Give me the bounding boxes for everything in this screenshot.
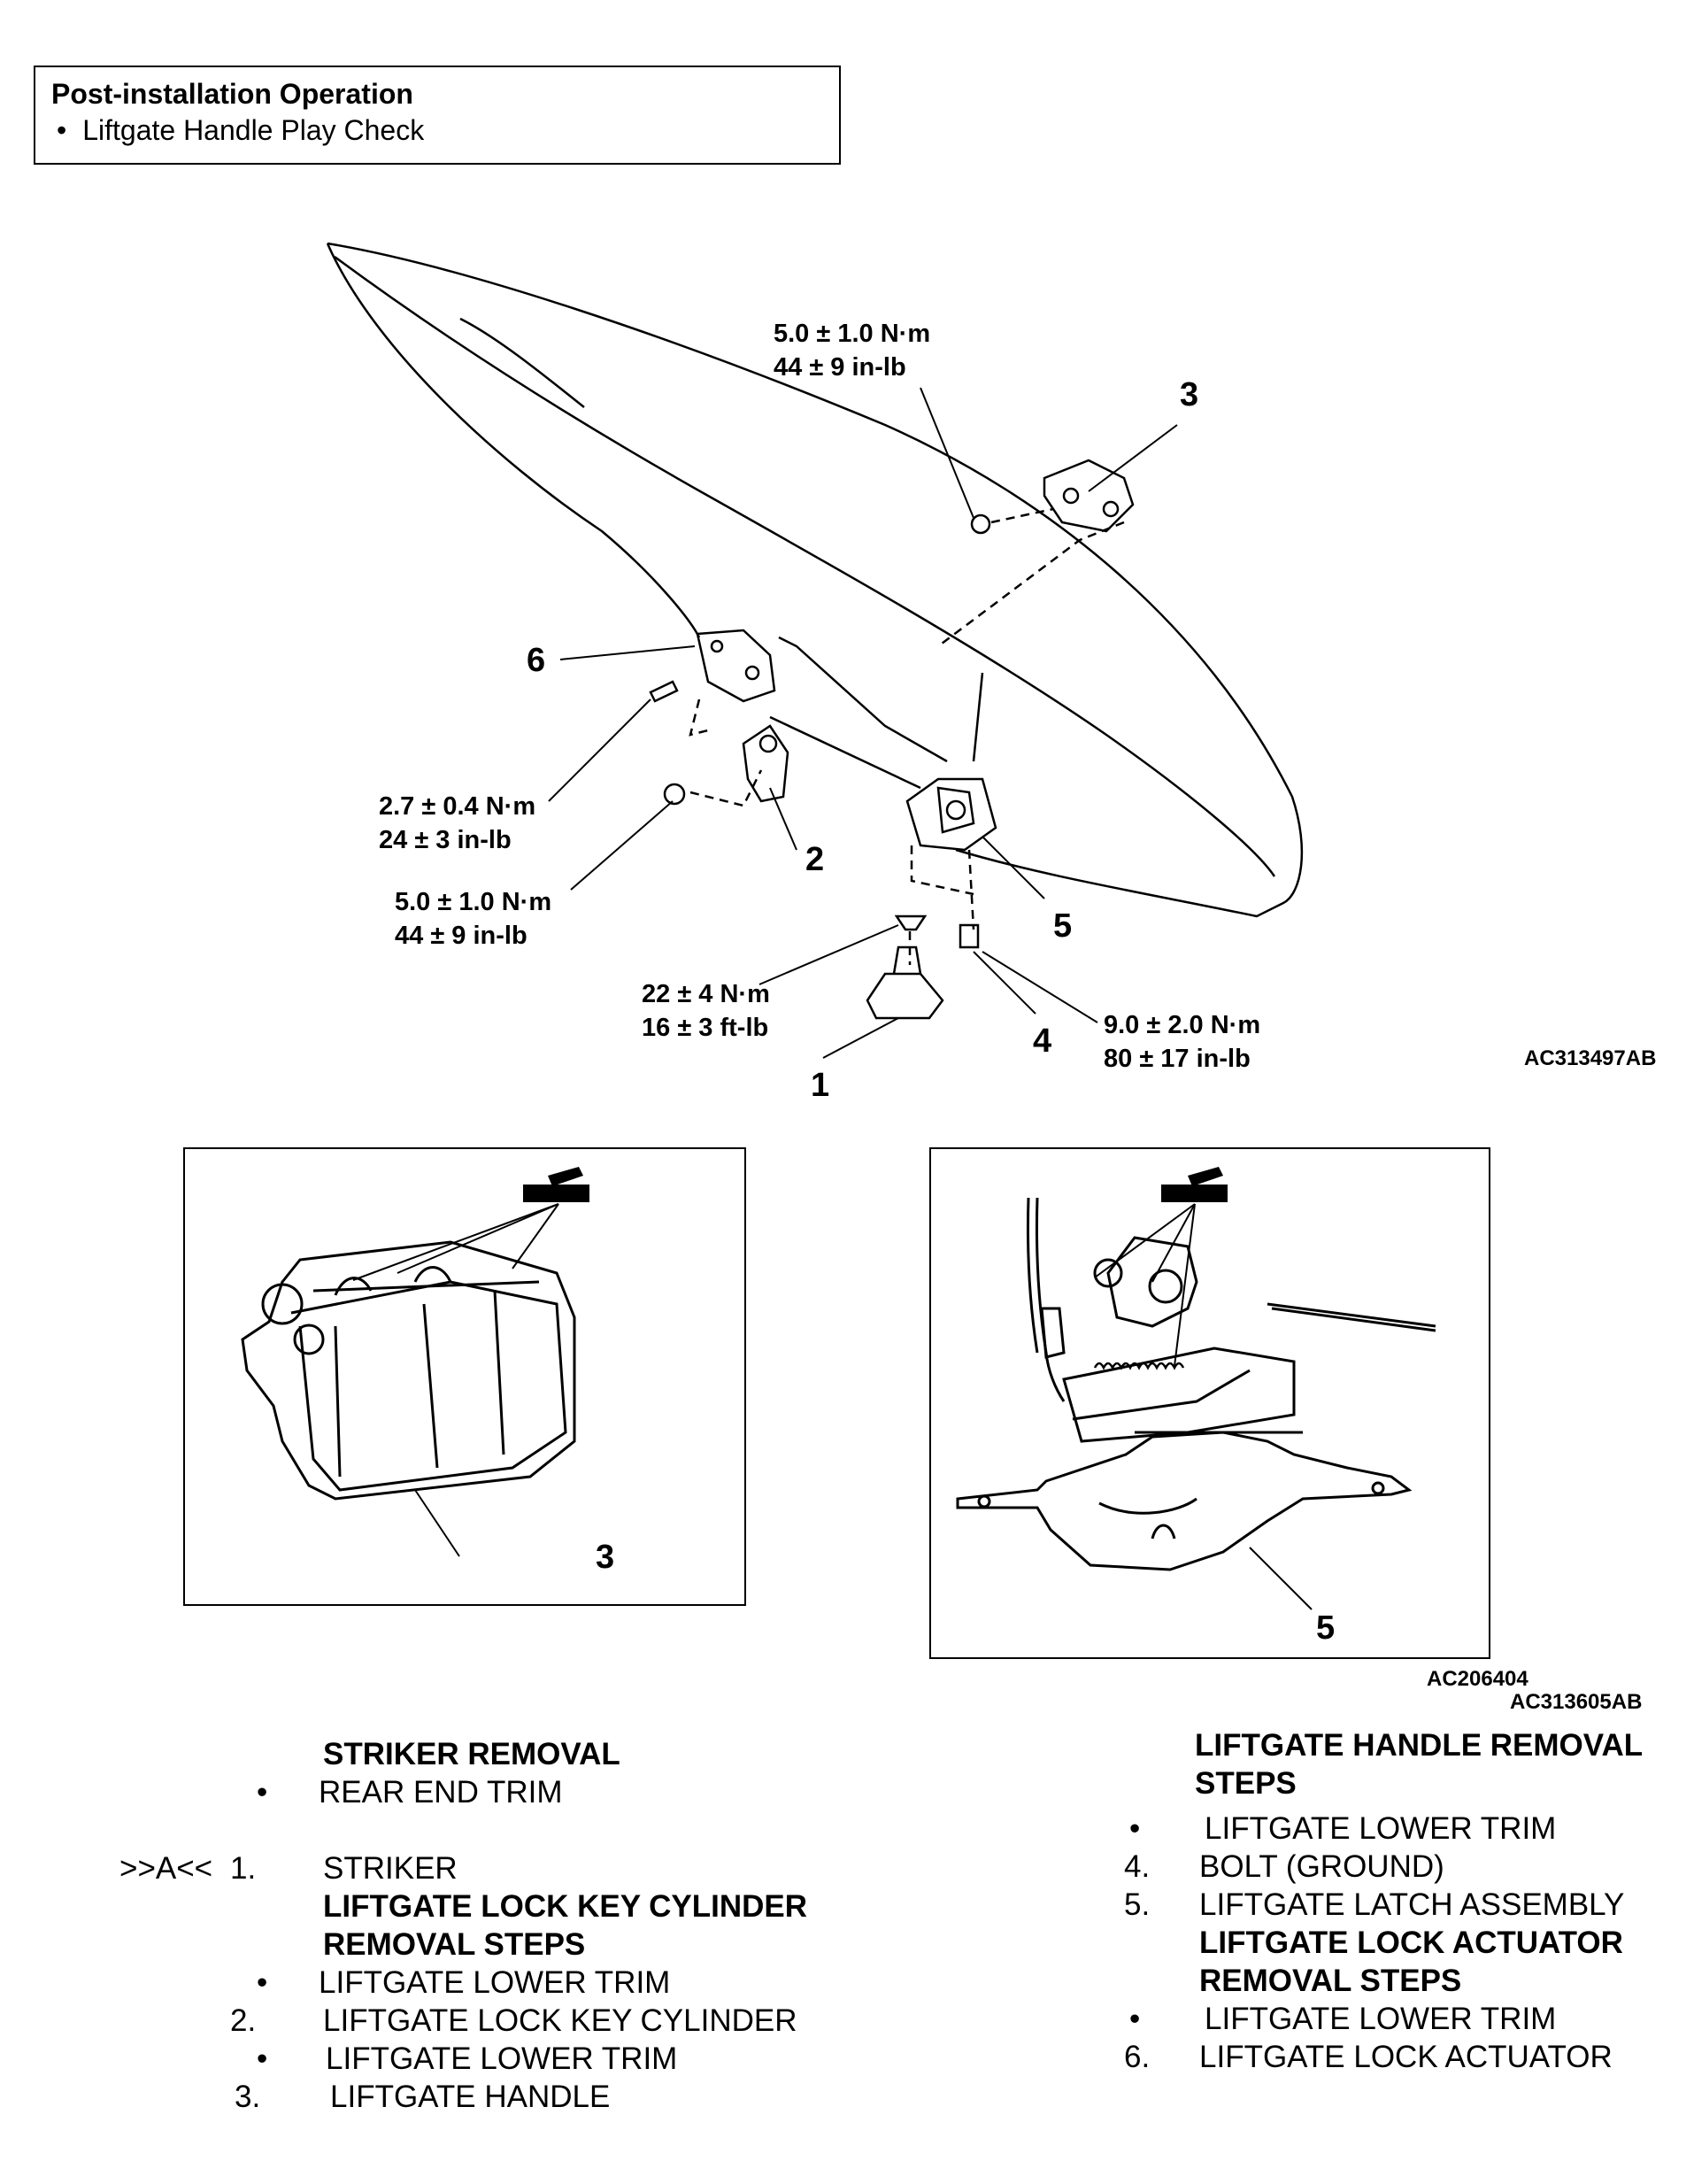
section-heading: LIFTGATE LOCK KEY CYLINDER bbox=[323, 1889, 808, 1924]
key-cylinder-part bbox=[742, 724, 789, 803]
torque-spec-key-cylinder: 5.0 ± 1.0 N·m 44 ± 9 in-lb bbox=[395, 888, 552, 950]
callout-5: 5 bbox=[1053, 907, 1073, 945]
section-heading: REMOVAL STEPS bbox=[323, 1927, 586, 1962]
list-item: STRIKER bbox=[323, 1851, 458, 1886]
striker-removal-list: STRIKER REMOVAL •REAR END TRIM >>A<<1.ST… bbox=[119, 1737, 808, 2114]
list-item: LIFTGATE LOWER TRIM bbox=[326, 2041, 678, 2076]
liftgate-handle-part bbox=[1043, 459, 1135, 533]
bullet: • bbox=[1129, 1811, 1141, 1846]
bullet: • bbox=[257, 1775, 268, 1810]
section-heading: STEPS bbox=[1195, 1766, 1297, 1801]
torque-spec-ground-bolt: 9.0 ± 2.0 N·m 80 ± 17 in-lb bbox=[1104, 1011, 1261, 1073]
ground-bolt-part bbox=[959, 923, 980, 949]
nut-part bbox=[663, 783, 686, 806]
callout-1: 1 bbox=[811, 1067, 830, 1104]
torque-spec-striker: 22 ± 4 N·m 16 ± 3 ft-lb bbox=[642, 980, 770, 1042]
striker-part bbox=[866, 945, 944, 1020]
list-item: LIFTGATE LOWER TRIM bbox=[1205, 1811, 1557, 1846]
list-item: LIFTGATE LOCK KEY CYLINDER bbox=[323, 2003, 797, 2038]
liftgate-inner-edge bbox=[334, 255, 1276, 877]
screw-part bbox=[649, 680, 679, 703]
section-heading: REMOVAL STEPS bbox=[1199, 1964, 1462, 1998]
torque-spec-handle: 5.0 ± 1.0 N·m 44 ± 9 in-lb bbox=[774, 320, 931, 382]
section-heading: LIFTGATE LOCK ACTUATOR bbox=[1199, 1925, 1623, 1960]
list-item: LIFTGATE LOWER TRIM bbox=[1205, 2002, 1557, 2036]
post-installation-box: Post-installation Operation •Liftgate Ha… bbox=[34, 66, 841, 165]
list-item: BOLT (GROUND) bbox=[1199, 1849, 1444, 1884]
list-item: LIFTGATE LOCK ACTUATOR bbox=[1199, 2040, 1613, 2074]
callout-3: 3 bbox=[1180, 376, 1199, 413]
nut-part bbox=[970, 513, 991, 535]
latch-detail-box: 5 bbox=[929, 1147, 1490, 1659]
liftgate-handle-removal-list: LIFTGATE HANDLE REMOVAL STEPS • LIFTGATE … bbox=[1124, 1726, 1690, 2076]
figure-code-2: AC313605AB bbox=[1510, 1690, 1643, 1714]
callout-latch-detail: 5 bbox=[1316, 1609, 1336, 1647]
latch-detail-drawing bbox=[956, 1167, 1436, 1610]
torque-spec-actuator: 2.7 ± 0.4 N·m 24 ± 3 in-lb bbox=[379, 792, 536, 854]
figure-code: AC313497AB bbox=[1524, 1046, 1657, 1070]
handle-detail-drawing bbox=[241, 1167, 589, 1557]
callout-handle-detail: 3 bbox=[596, 1539, 615, 1576]
figure-code-1: AC206404 bbox=[1427, 1667, 1528, 1691]
bullet: • bbox=[1129, 2002, 1141, 2036]
main-exploded-diagram bbox=[326, 242, 1304, 1059]
liftgate-panel bbox=[327, 242, 1304, 918]
callout-6: 6 bbox=[527, 642, 546, 679]
list-item: LIFTGATE HANDLE bbox=[330, 2080, 611, 2114]
section-heading: LIFTGATE HANDLE REMOVAL bbox=[1195, 1728, 1644, 1763]
callout-2: 2 bbox=[805, 841, 825, 878]
lock-actuator-part bbox=[696, 629, 776, 703]
reference-marker: >>A<< bbox=[119, 1851, 213, 1886]
list-item: REAR END TRIM bbox=[319, 1775, 563, 1810]
section-heading: STRIKER REMOVAL bbox=[323, 1737, 620, 1771]
striker-screw-part bbox=[894, 915, 928, 931]
handle-detail-box: 3 bbox=[183, 1147, 746, 1606]
callout-4: 4 bbox=[1033, 1023, 1052, 1060]
latch-assembly-part bbox=[905, 777, 997, 852]
list-item: LIFTGATE LOWER TRIM bbox=[319, 1965, 671, 2000]
bullet: • bbox=[257, 2041, 268, 2076]
post-installation-item: •Liftgate Handle Play Check bbox=[57, 114, 425, 146]
liftgate-left-edge bbox=[326, 243, 701, 638]
list-item: LIFTGATE LATCH ASSEMBLY bbox=[1199, 1887, 1625, 1922]
bullet: • bbox=[257, 1965, 268, 2000]
bullet: • bbox=[57, 114, 67, 146]
post-installation-title: Post-installation Operation bbox=[51, 78, 413, 110]
